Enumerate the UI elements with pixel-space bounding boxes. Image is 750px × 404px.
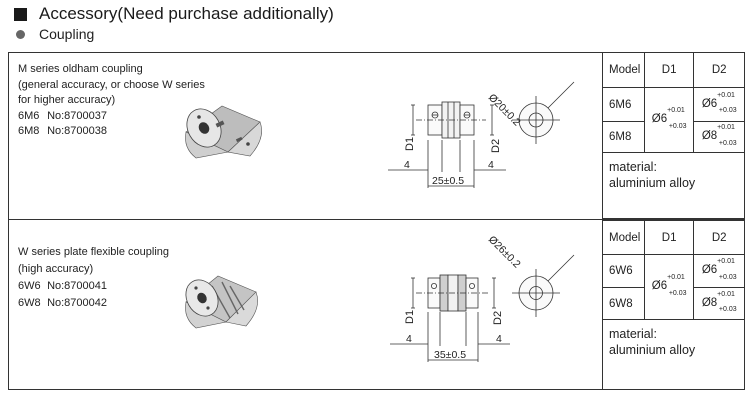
d1-value-cell: Ø6+0.01 +0.03 (643, 254, 695, 320)
subsection-title: Coupling (39, 26, 95, 42)
right-offset-label: 4 (496, 333, 502, 345)
section-heading: Accessory(Need purchase additionally) (14, 4, 334, 24)
model-number-line: 6W6 No:8700041 (18, 278, 169, 295)
d2-value: Ø6 (701, 97, 718, 110)
material-label: material: (609, 160, 657, 174)
oldham-coupling-photo (185, 105, 262, 159)
d1-label: D1 (404, 310, 416, 324)
section-title: Accessory(Need purchase additionally) (39, 4, 334, 23)
d2-value-cell: Ø6+0.01 +0.03 (693, 254, 745, 288)
tolerance-lower: +0.03 (668, 289, 687, 297)
d2-value-cell: Ø8+0.01 +0.03 (693, 121, 745, 153)
d1-value: Ø6 (651, 113, 668, 126)
d2-column-header: D2 (693, 52, 745, 88)
d2-value: Ø8 (701, 130, 718, 143)
tolerance-lower: +0.03 (718, 306, 737, 314)
tolerance-lower: +0.03 (668, 122, 687, 130)
d1-column-header: D1 (643, 52, 695, 88)
model-code: 6W6 (18, 280, 41, 292)
material-value: aluminium alloy (609, 343, 696, 357)
plate-coupling-photo (185, 275, 258, 329)
spec-table-m: Model D1 D2 6M6 Ø6+0.01+0.03 Ø6+0.01+0.0… (602, 52, 745, 219)
description-line: W series plate flexible coupling (18, 246, 170, 258)
description-line: (general accuracy, or choose W series (18, 78, 205, 91)
description-line: M series oldham coupling (18, 63, 143, 75)
round-bullet-icon (16, 29, 25, 39)
d1-value: Ø6 (651, 280, 668, 293)
model-number-line: 6M6 No:8700037 (18, 109, 205, 125)
model-number-line: 6M8 No:8700038 (18, 124, 205, 140)
d2-label: D2 (490, 139, 502, 153)
model-code: 6W8 (18, 297, 41, 309)
subsection-heading: Coupling (14, 25, 94, 43)
tolerance-lower: +0.03 (718, 273, 737, 281)
description-line: for higher accuracy) (18, 94, 116, 106)
d2-label: D2 (492, 311, 504, 325)
product-description-m: M series oldham coupling (general accura… (18, 62, 205, 140)
model-column-header: Model (602, 52, 645, 88)
diameter-label: Ø26±0.2 (486, 234, 523, 271)
square-bullet-icon (14, 7, 27, 21)
model-cell: 6W6 (602, 254, 645, 288)
product-description-w: W series plate flexible coupling (high a… (18, 244, 169, 312)
material-value: aluminium alloy (609, 176, 696, 190)
d2-value-cell: Ø6+0.01 +0.03 (693, 87, 745, 122)
row-divider (8, 219, 745, 220)
d2-value: Ø6 (701, 264, 718, 277)
material-cell: material: aluminium alloy (602, 319, 745, 390)
part-number: No:8700037 (47, 109, 108, 122)
model-number-line: 6W8 No:8700042 (18, 295, 169, 312)
length-label: 25±0.5 (432, 175, 464, 187)
tolerance-upper: +0.01 (717, 290, 735, 298)
right-offset-label: 4 (488, 159, 494, 171)
d2-value: Ø8 (701, 296, 718, 309)
model-code: 6M8 (18, 125, 40, 137)
tolerance-lower: +0.03 (718, 139, 737, 147)
model-cell: 6W8 (602, 287, 645, 320)
products-frame (8, 52, 745, 390)
d1-value-cell: Ø6+0.01 +0.03 (643, 87, 695, 153)
d1-label: D1 (404, 137, 416, 151)
plate-coupling-drawing: D1 D2 4 4 35±0.5 Ø26±0.2 (390, 234, 575, 362)
left-offset-label: 4 (406, 333, 412, 345)
diameter-label: Ø20±0.2 (486, 92, 523, 129)
spec-table-w: Model D1 D2 6W6 Ø6+0.01+0.03 Ø6+0.01+0.0… (602, 220, 745, 390)
description-line: (high accuracy) (18, 263, 94, 275)
tolerance-upper: +0.01 (717, 258, 735, 266)
material-cell: material: aluminium alloy (602, 152, 745, 219)
left-offset-label: 4 (404, 159, 410, 171)
part-number: No:8700041 (47, 280, 108, 292)
tolerance-upper: +0.01 (667, 274, 685, 282)
d1-column-header: D1 (643, 220, 695, 255)
part-number: No:8700042 (47, 297, 108, 309)
tolerance-upper: +0.01 (717, 124, 735, 132)
d2-column-header: D2 (693, 220, 745, 255)
oldham-coupling-drawing: D1 D2 4 4 25±0.5 Ø20±0.2 (388, 81, 575, 188)
model-cell: 6M6 (602, 87, 645, 122)
part-number: No:8700038 (47, 125, 108, 137)
model-column-header: Model (602, 220, 645, 255)
d2-value-cell: Ø8+0.01 +0.03 (693, 287, 745, 320)
model-code: 6M6 (18, 109, 40, 122)
tolerance-upper: +0.01 (717, 91, 735, 99)
material-label: material: (609, 327, 657, 341)
model-cell: 6M8 (602, 121, 645, 153)
tolerance-upper: +0.01 (667, 107, 685, 115)
tolerance-lower: +0.03 (718, 107, 737, 115)
length-label: 35±0.5 (434, 349, 466, 361)
